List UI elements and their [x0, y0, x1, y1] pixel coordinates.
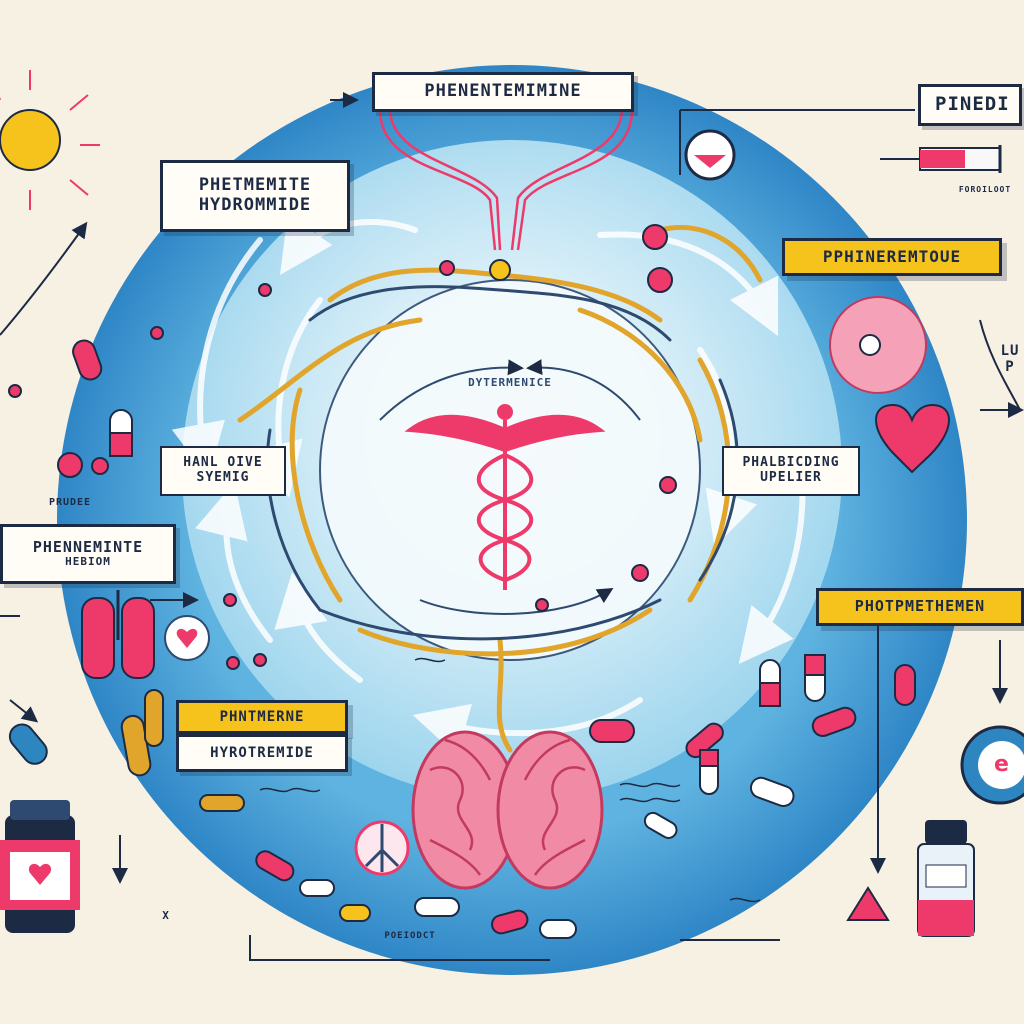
peace-icon	[354, 820, 410, 876]
label-right-upper-text: PPHINEREMTOUE	[822, 246, 962, 266]
label-mid-right-line1: PHALBICDING	[742, 455, 840, 471]
top-funnel	[378, 109, 634, 251]
label-left-lower-line2: HYROTREMIDE	[210, 744, 314, 761]
label-right-edge: LU P	[996, 334, 1024, 384]
gauge-arcs	[379, 359, 641, 615]
label-small-right: FOROILOOT	[948, 182, 1022, 198]
clock-icon	[684, 129, 736, 181]
inner-ring	[319, 279, 701, 661]
pill-bottle-icon	[0, 800, 80, 933]
label-left-lower-line1: PHNTMERNE	[219, 708, 305, 725]
label-bottom-center: POEIODCT	[350, 928, 470, 944]
label-mid-left-line1: HANL OIVE	[183, 455, 263, 471]
tube-network	[237, 224, 763, 753]
label-right-edge-line2: P	[1005, 359, 1015, 375]
label-inner-top-text: DYTERMENICE	[468, 375, 552, 389]
label-right-bubble-text: e	[994, 752, 1010, 778]
label-top-right-text: PINEDI	[935, 93, 1010, 116]
label-right-lower: PHOTPMETHEMEN	[816, 588, 1024, 626]
capsule-icons	[8, 339, 916, 939]
label-small-x-text: X	[162, 908, 170, 922]
label-left-upper-line1: PHETMEMITE	[198, 175, 312, 196]
label-small-left: PRUDEE	[40, 494, 100, 512]
label-bottom-center-text: POEIODCT	[384, 930, 436, 941]
label-left-side-line1: PHENNEMINTE	[32, 538, 144, 557]
label-left-upper: PHETMEMITE HYDROMMIDE	[160, 160, 350, 232]
label-top-right: PINEDI	[918, 84, 1022, 126]
node-dots	[8, 224, 677, 670]
label-left-side: PHENNEMINTE HEBIOM	[0, 524, 176, 584]
label-top-center: PHENENTEMIMINE	[372, 72, 634, 112]
center-node	[489, 259, 511, 281]
flow-arrows	[0, 92, 1024, 961]
label-mid-right-line2: UPELIER	[760, 470, 822, 485]
label-right-edge-line1: LU	[1000, 342, 1020, 359]
caduceus-icon	[404, 404, 606, 590]
label-mid-left-line2: SYEMIG	[196, 470, 250, 485]
label-inner-top: DYTERMENICE	[440, 372, 580, 394]
brain-icon	[411, 730, 604, 890]
lungs-icon	[81, 590, 155, 679]
pill-bottle-right-icon	[917, 820, 975, 937]
heart-icon	[875, 403, 950, 474]
label-top-center-text: PHENENTEMIMINE	[424, 81, 582, 102]
label-left-lower-2: HYROTREMIDE	[176, 734, 348, 772]
label-right-upper: PPHINEREMTOUE	[782, 238, 1002, 276]
label-left-side-line2: HEBIOM	[65, 555, 111, 569]
syringe-icon	[880, 145, 1002, 173]
organ-icon	[829, 296, 927, 394]
label-left-upper-line2: HYDROMMIDE	[198, 195, 312, 215]
label-mid-right: PHALBICDING UPELIER	[722, 446, 860, 496]
label-small-x: X	[158, 908, 174, 924]
triangle-icon	[846, 886, 890, 921]
sun-icon	[0, 70, 100, 210]
heart-bubble-icon	[164, 615, 210, 661]
label-small-left-text: PRUDEE	[48, 497, 92, 509]
decor-squiggles	[259, 657, 761, 903]
label-right-lower-text: PHOTPMETHEMEN	[854, 597, 986, 616]
label-mid-left: HANL OIVE SYEMIG	[160, 446, 286, 496]
label-left-lower-1: PHNTMERNE	[176, 700, 348, 734]
label-right-bubble: e	[988, 750, 1016, 780]
label-small-right-text: FOROILOOT	[958, 185, 1012, 195]
